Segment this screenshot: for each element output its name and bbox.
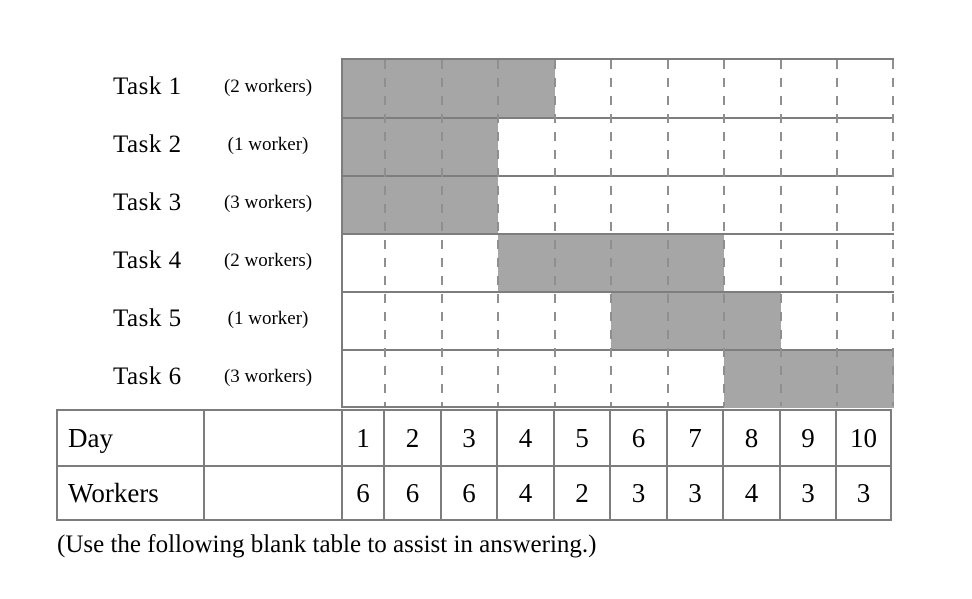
day-cell: 8	[722, 411, 779, 465]
task-label-row: Task 1 (2 workers)	[0, 58, 341, 116]
row-divider-line	[343, 233, 894, 235]
workers-cell: 3	[779, 465, 835, 519]
task-bar	[343, 118, 498, 176]
day-gridline	[610, 60, 612, 406]
workers-cell: 6	[383, 465, 440, 519]
workers-cell: 2	[553, 465, 609, 519]
task-workers-label: (3 workers)	[223, 192, 313, 213]
task-name-label: Task 1	[113, 73, 182, 100]
task-name-label: Task 5	[113, 305, 182, 332]
workers-cell: 3	[609, 465, 666, 519]
workers-cell: 6	[341, 465, 383, 519]
day-cell: 10	[835, 411, 890, 465]
row-divider-line	[343, 175, 894, 177]
day-row-label: Day	[68, 422, 113, 453]
row-divider-line	[343, 291, 894, 293]
day-cell: 7	[666, 411, 722, 465]
day-cell: 1	[341, 411, 383, 465]
task-bar	[611, 292, 781, 350]
day-cell: 5	[553, 411, 609, 465]
row-divider-line	[343, 117, 894, 119]
gantt-chart	[341, 58, 894, 408]
day-gridline	[780, 60, 782, 406]
empty-cell	[203, 465, 341, 519]
day-gridline	[441, 60, 443, 406]
task-bar	[343, 60, 555, 118]
day-gridline	[554, 60, 556, 406]
task-name-label: Task 2	[113, 131, 182, 158]
task-bar	[724, 350, 894, 408]
task-label-row: Task 2 (1 worker)	[0, 116, 341, 174]
workers-cell: 3	[835, 465, 890, 519]
day-gridline	[836, 60, 838, 406]
task-label-row: Task 4 (2 workers)	[0, 232, 341, 290]
workers-cell: 3	[666, 465, 722, 519]
task-workers-label: (2 workers)	[223, 250, 313, 271]
day-cell: 3	[440, 411, 496, 465]
workers-row-label: Workers	[58, 465, 203, 519]
task-label-row: Task 3 (3 workers)	[0, 174, 341, 232]
day-gridline	[497, 60, 499, 406]
task-workers-label: (1 worker)	[227, 308, 309, 329]
task-workers-label: (2 workers)	[223, 76, 313, 97]
task-bar	[343, 176, 498, 234]
task-name-label: Task 3	[113, 189, 182, 216]
task-label-row: Task 5 (1 worker)	[0, 290, 341, 348]
task-label-row: Task 6 (3 workers)	[0, 348, 341, 406]
day-gridline	[723, 60, 725, 406]
caption: (Use the following blank table to assist…	[57, 531, 597, 558]
empty-cell	[203, 411, 341, 465]
workers-cell: 4	[722, 465, 779, 519]
task-name-label: Task 6	[113, 363, 182, 390]
day-cell: 9	[779, 411, 835, 465]
workers-cell: 6	[440, 465, 496, 519]
day-gridline	[892, 60, 894, 406]
workers-cell: 4	[496, 465, 553, 519]
day-gridline	[384, 60, 386, 406]
day-gridline	[667, 60, 669, 406]
day-cell: 6	[609, 411, 666, 465]
task-workers-label: (1 worker)	[227, 134, 309, 155]
task-name-label: Task 4	[113, 247, 182, 274]
task-workers-label: (3 workers)	[223, 366, 313, 387]
row-divider-line	[343, 349, 894, 351]
day-cell: 2	[383, 411, 440, 465]
day-cell: 4	[496, 411, 553, 465]
